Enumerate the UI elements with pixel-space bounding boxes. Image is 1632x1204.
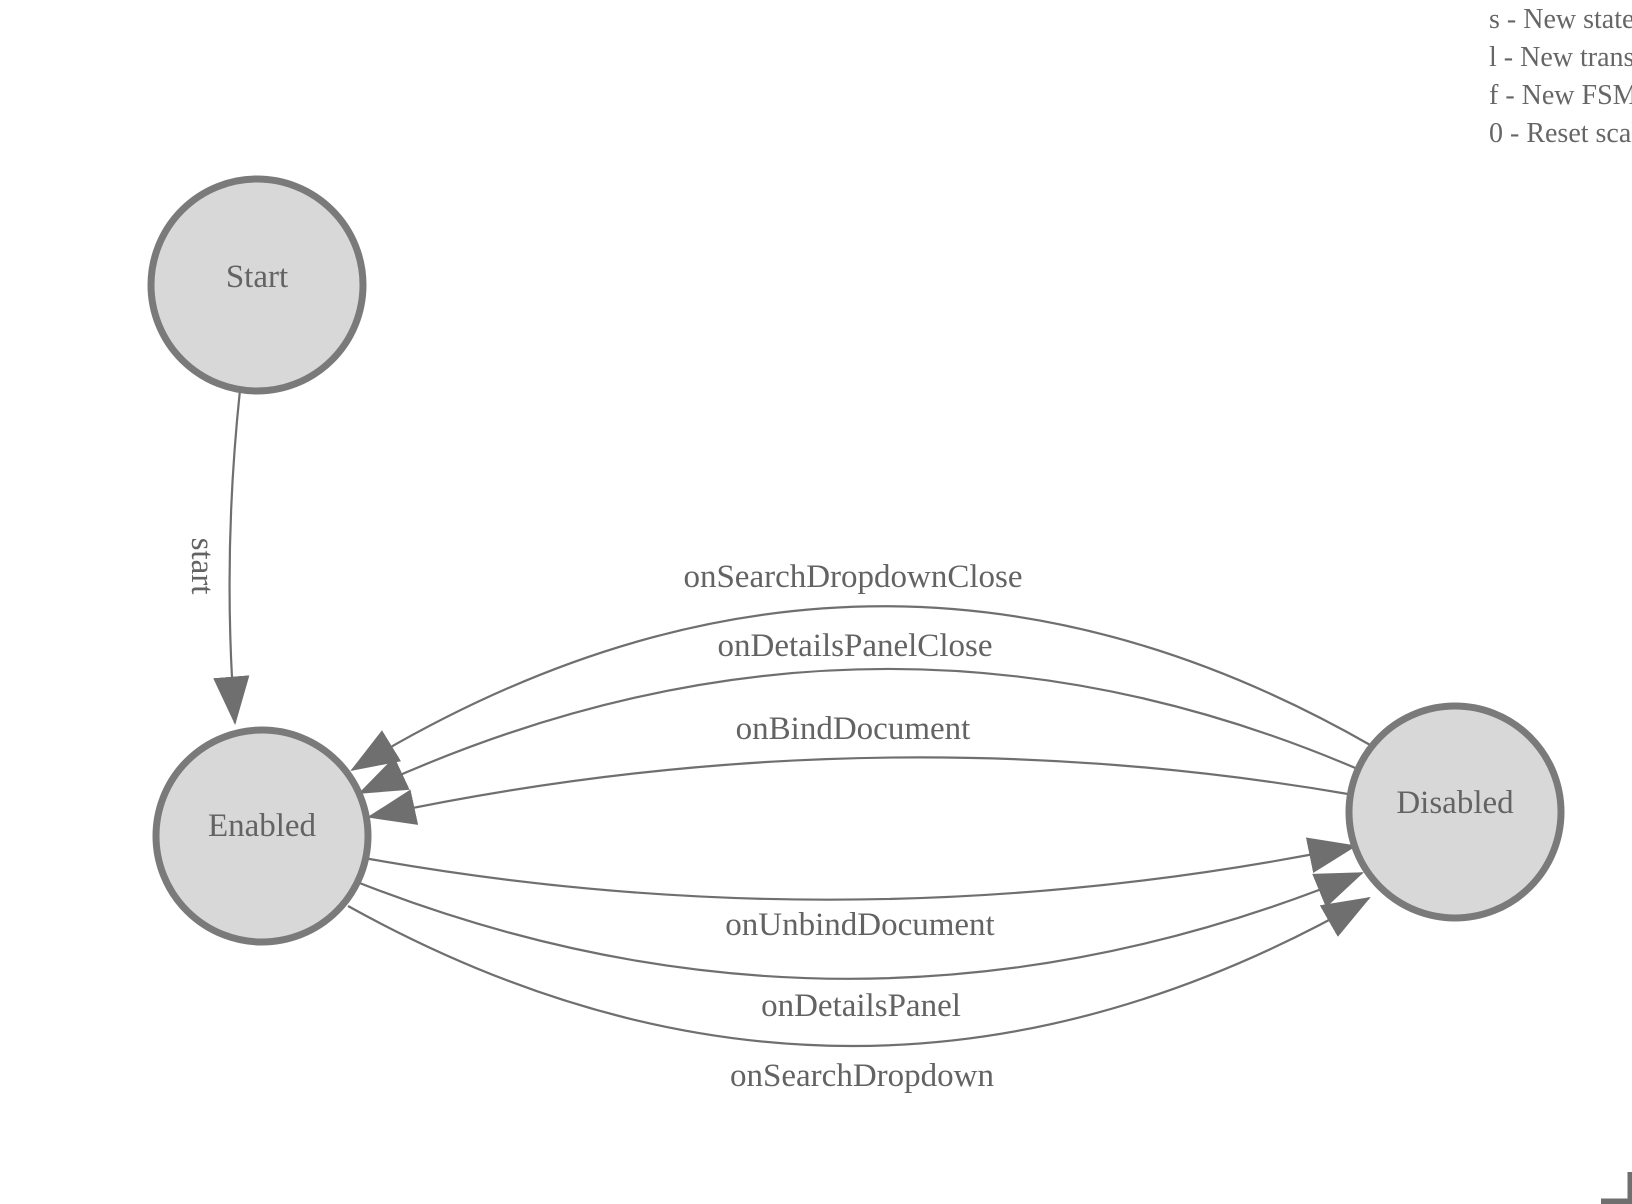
legend-line-reset-scale: 0 - Reset scale [1489,118,1632,149]
transition-edge-onUnbindDocument[interactable] [363,837,1357,901]
transition-label-onSearchDropdown: onSearchDropdown [730,1058,994,1094]
transition-edge-start[interactable] [213,389,250,726]
state-label-enabled: Enabled [208,808,317,844]
legend-line-new-state: s - New state [1489,4,1632,35]
legend-line-new-fsm: f - New FSM [1489,80,1632,111]
transition-label-onUnbindDocument: onUnbindDocument [725,907,994,943]
state-circle-disabled[interactable] [1345,702,1565,922]
state-label-disabled: Disabled [1396,785,1514,821]
transition-label-onDetailsPanelClose: onDetailsPanelClose [718,628,993,664]
transition-label-onBindDocument: onBindDocument [736,711,971,747]
legend-line-new-transition: l - New transition [1489,42,1632,73]
transition-edge-onBindDocument[interactable] [367,756,1355,825]
transition-edge-onDetailsPanel[interactable] [356,871,1364,980]
transition-edge-onSearchDropdownClose[interactable] [350,605,1373,772]
transition-edge-onSearchDropdown[interactable] [347,896,1371,1048]
transition-label-onDetailsPanel: onDetailsPanel [761,988,961,1024]
state-circle-start[interactable] [147,175,367,395]
state-node-disabled[interactable]: Disabled [1345,702,1565,922]
state-node-enabled[interactable]: Enabled [152,726,372,946]
corner-bracket [1601,1172,1632,1204]
state-circle-enabled[interactable] [152,726,372,946]
transition-label-onSearchDropdownClose: onSearchDropdownClose [683,559,1022,595]
transition-label-start: start [184,538,220,595]
state-label-start: Start [226,259,288,295]
state-node-start[interactable]: Start [147,175,367,395]
shortcut-legend: s - New state l - New transition f - New… [1489,1,1632,153]
transition-edge-onDetailsPanelClose[interactable] [358,667,1361,794]
